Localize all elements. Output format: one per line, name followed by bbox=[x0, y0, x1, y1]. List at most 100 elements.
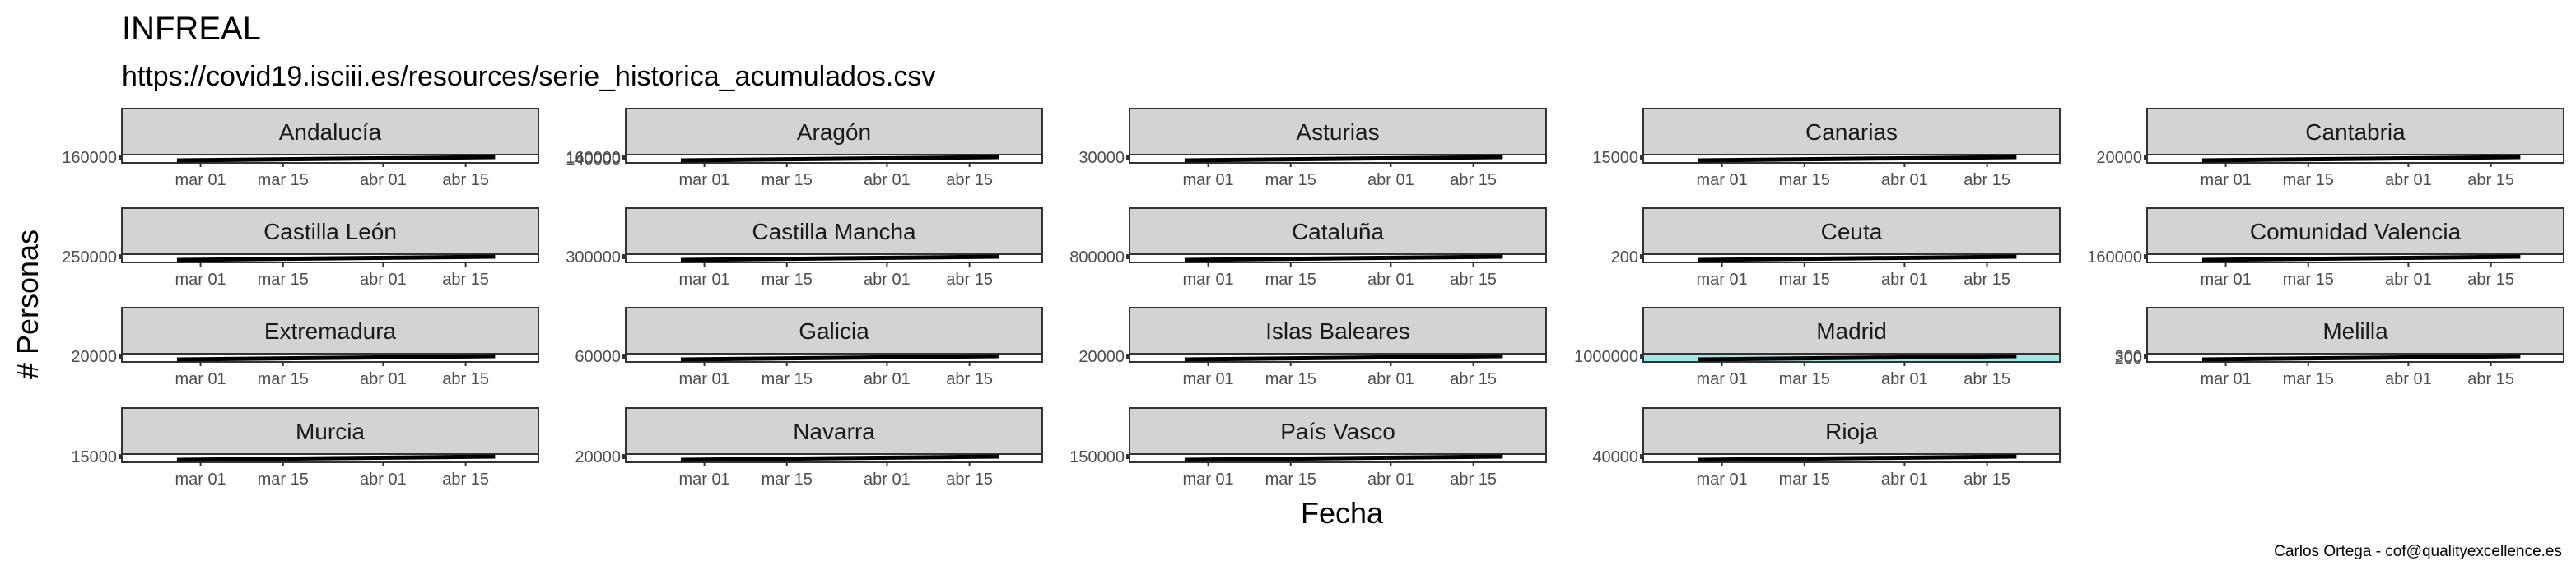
x-tick-label: abr 01 bbox=[864, 370, 911, 388]
y-tick-label: 20000 bbox=[71, 348, 117, 366]
x-tick-label: abr 15 bbox=[1963, 171, 2010, 189]
facet-strip-label: Asturias bbox=[1296, 119, 1379, 145]
x-tick-label: mar 01 bbox=[1696, 471, 1747, 489]
x-tick-label: abr 15 bbox=[946, 471, 993, 489]
y-tick-label: 15000 bbox=[71, 448, 117, 466]
x-tick-label: abr 15 bbox=[1450, 271, 1497, 289]
series-line bbox=[1698, 254, 2017, 262]
x-tick-label: mar 15 bbox=[258, 171, 309, 189]
y-tick-label: 160000 bbox=[2087, 248, 2142, 267]
facet-strip-label: Andalucía bbox=[279, 119, 382, 145]
x-tick-label: mar 01 bbox=[1696, 370, 1747, 388]
y-axis-title: # Personas bbox=[11, 230, 44, 379]
series-line bbox=[176, 454, 496, 462]
x-tick-label: abr 01 bbox=[1367, 370, 1414, 388]
series-line bbox=[1184, 254, 1503, 262]
facet-strip-label: Islas Baleares bbox=[1265, 318, 1410, 344]
facet-strip-label: Melilla bbox=[2322, 318, 2388, 344]
facet-strip-label: Canarias bbox=[1805, 119, 1898, 145]
y-tick-label: 200 bbox=[2115, 350, 2142, 368]
series-line bbox=[1184, 454, 1503, 462]
x-tick-label: abr 15 bbox=[442, 471, 489, 489]
x-tick-label: mar 15 bbox=[2283, 171, 2334, 189]
x-tick-label: mar 01 bbox=[1182, 271, 1233, 289]
x-tick-label: abr 01 bbox=[864, 471, 911, 489]
series-line bbox=[176, 155, 496, 163]
x-tick-label: mar 15 bbox=[1265, 471, 1316, 489]
series-line bbox=[1184, 354, 1503, 362]
facet-strip-label: Cantabria bbox=[2305, 119, 2406, 145]
y-tick-label: 20000 bbox=[2096, 149, 2142, 167]
x-tick-label: mar 01 bbox=[175, 471, 226, 489]
x-tick-label: abr 15 bbox=[1450, 370, 1497, 388]
x-tick-label: mar 01 bbox=[2200, 271, 2251, 289]
series-line bbox=[680, 155, 999, 163]
y-tick-label: 140000 bbox=[566, 151, 621, 169]
facet-strip bbox=[1129, 407, 1547, 455]
x-tick-label: mar 01 bbox=[1182, 171, 1233, 189]
facet-strip-label: Castilla León bbox=[263, 219, 397, 244]
y-tick-label: 300 bbox=[2115, 348, 2142, 366]
x-tick-label: mar 01 bbox=[175, 171, 226, 189]
x-tick-label: abr 01 bbox=[1881, 271, 1928, 289]
facet-strip bbox=[625, 207, 1043, 255]
chart-title: INFREAL bbox=[122, 11, 261, 47]
x-tick-label: abr 15 bbox=[442, 171, 489, 189]
x-tick-label: abr 15 bbox=[1450, 171, 1497, 189]
x-tick-label: mar 01 bbox=[1182, 471, 1233, 489]
facet-strip-label: Castilla Mancha bbox=[752, 219, 916, 244]
facet-strip-label: Aragón bbox=[797, 119, 871, 145]
series-line bbox=[176, 254, 496, 262]
facet-strip-label: Comunidad Valencia bbox=[2250, 219, 2462, 244]
x-tick-label: mar 01 bbox=[175, 370, 226, 388]
x-axis-title: Fecha bbox=[1301, 496, 1384, 530]
x-tick-label: abr 15 bbox=[2467, 171, 2514, 189]
x-tick-label: mar 15 bbox=[1779, 370, 1830, 388]
chart-caption: Carlos Ortega - cof@qualityexcellence.es bbox=[2274, 543, 2562, 560]
x-tick-label: abr 01 bbox=[360, 271, 407, 289]
x-tick-label: mar 01 bbox=[678, 271, 729, 289]
x-tick-label: abr 01 bbox=[360, 171, 407, 189]
facet-strip-label: Cataluña bbox=[1292, 219, 1385, 244]
x-tick-label: abr 01 bbox=[1881, 370, 1928, 388]
facet-strip bbox=[1129, 108, 1547, 155]
facet-panels: Andalucía 160000 mar 01 mar 15 abr 01 abr 15 A… bbox=[62, 108, 2564, 489]
series-line bbox=[680, 254, 999, 262]
series-line bbox=[1698, 155, 2017, 163]
x-tick-label: abr 15 bbox=[946, 370, 993, 388]
x-tick-label: mar 15 bbox=[1265, 171, 1316, 189]
x-tick-label: abr 01 bbox=[2385, 271, 2432, 289]
facet-strip-label: Madrid bbox=[1816, 318, 1887, 344]
facet-strip bbox=[1642, 307, 2061, 355]
series-line bbox=[680, 354, 999, 362]
x-tick-label: mar 01 bbox=[1182, 370, 1233, 388]
series-line bbox=[1698, 454, 2017, 462]
facet-strip-label: País Vasco bbox=[1280, 419, 1395, 444]
facet-strip-label: Navarra bbox=[793, 419, 875, 444]
x-tick-label: abr 01 bbox=[360, 471, 407, 489]
x-tick-label: abr 01 bbox=[360, 370, 407, 388]
x-tick-label: mar 01 bbox=[678, 471, 729, 489]
series-line bbox=[2201, 155, 2521, 163]
x-tick-label: mar 01 bbox=[175, 271, 226, 289]
x-tick-label: mar 15 bbox=[258, 471, 309, 489]
x-tick-label: mar 01 bbox=[2200, 171, 2251, 189]
x-tick-label: abr 15 bbox=[1450, 471, 1497, 489]
facet-strip bbox=[2146, 108, 2564, 155]
x-tick-label: mar 15 bbox=[1779, 171, 1830, 189]
x-tick-label: mar 01 bbox=[678, 171, 729, 189]
facet-strip bbox=[121, 108, 539, 155]
facet-strip bbox=[1129, 207, 1547, 255]
x-tick-label: mar 15 bbox=[1779, 271, 1830, 289]
